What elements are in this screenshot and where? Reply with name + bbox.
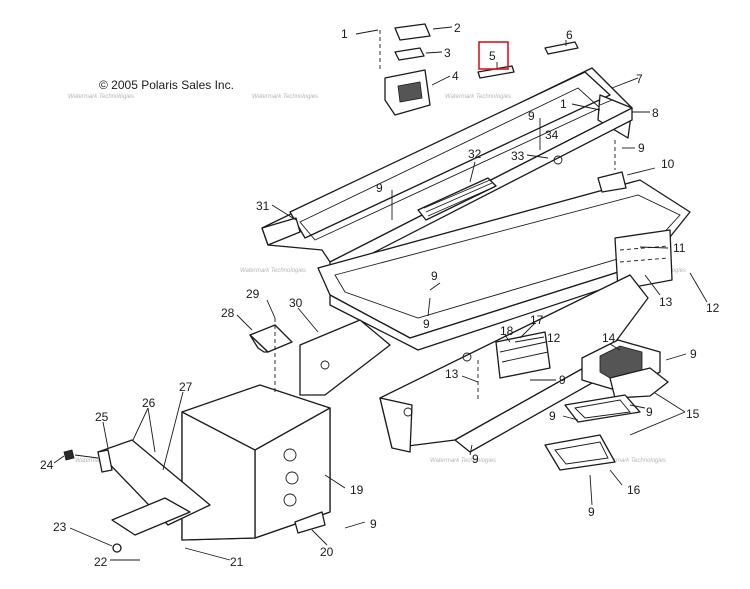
callout-27: 27 bbox=[179, 380, 193, 394]
callout-26: 26 bbox=[142, 396, 156, 410]
callout-34: 34 bbox=[545, 128, 559, 142]
bracket-part-28 bbox=[249, 324, 293, 353]
callout-15: 15 bbox=[686, 407, 700, 421]
callout-5[interactable]: 5 bbox=[489, 49, 496, 63]
callout-9-lower: 9 bbox=[370, 517, 377, 531]
callout-20: 20 bbox=[320, 545, 334, 559]
grille-plate-part-32 bbox=[417, 177, 497, 221]
callout-31: 31 bbox=[256, 199, 270, 213]
callout-12-center: 12 bbox=[547, 331, 561, 345]
callout-6: 6 bbox=[566, 28, 573, 42]
bushing-part-34 bbox=[553, 155, 563, 165]
callout-23: 23 bbox=[53, 520, 67, 534]
callout-9-bracket: 9 bbox=[588, 505, 595, 519]
bracket-part-10 bbox=[597, 171, 627, 193]
callout-4: 4 bbox=[452, 69, 459, 83]
callout-2: 2 bbox=[454, 21, 461, 35]
box-component-part-14 bbox=[581, 339, 669, 399]
callout-22: 22 bbox=[94, 555, 108, 569]
callout-labels: 1 2 3 4 5 6 7 8 1 9 34 33 9 10 32 9 31 1… bbox=[40, 21, 720, 569]
callout-13-center: 13 bbox=[445, 367, 459, 381]
callout-7: 7 bbox=[636, 72, 643, 86]
bracket-part-16 bbox=[544, 434, 616, 471]
callout-30: 30 bbox=[289, 296, 303, 310]
callout-32: 32 bbox=[468, 147, 482, 161]
mount-plate-part-15 bbox=[564, 394, 641, 423]
callout-1-frame: 1 bbox=[560, 97, 567, 111]
watermark-2: Watermark Technologies bbox=[252, 94, 318, 100]
callout-9-pan-a: 9 bbox=[431, 269, 438, 283]
watermark-8: Watermark Technologies bbox=[430, 458, 496, 464]
callout-9-plate-b: 9 bbox=[549, 409, 556, 423]
callout-9-frame-a: 9 bbox=[528, 109, 535, 123]
callout-9-frame-c: 9 bbox=[376, 181, 383, 195]
callout-25: 25 bbox=[95, 410, 109, 424]
watermark-9: Watermark Technologies bbox=[600, 458, 666, 464]
plate-part-20 bbox=[294, 511, 326, 534]
watermark-1: Watermark Technologies bbox=[68, 94, 134, 100]
callout-9-plate-a: 9 bbox=[646, 405, 653, 419]
highlight-box-callout-5 bbox=[478, 41, 509, 70]
callout-9-frame-b: 9 bbox=[638, 141, 645, 155]
callout-12-right: 12 bbox=[706, 301, 720, 315]
callout-13-right: 13 bbox=[659, 295, 673, 309]
callout-8: 8 bbox=[652, 106, 659, 120]
top-small-parts bbox=[384, 23, 627, 193]
callout-17: 17 bbox=[530, 313, 544, 327]
callout-18: 18 bbox=[500, 324, 514, 338]
callout-9-box: 9 bbox=[690, 347, 697, 361]
strip-part-6 bbox=[544, 41, 579, 55]
callout-21: 21 bbox=[230, 555, 244, 569]
callout-16: 16 bbox=[627, 483, 641, 497]
cap-part-2 bbox=[394, 23, 431, 41]
callout-10: 10 bbox=[661, 157, 675, 171]
callout-9-chassis-b: 9 bbox=[472, 452, 479, 466]
callout-3: 3 bbox=[444, 46, 451, 60]
leader-lines bbox=[53, 26, 708, 561]
callout-9-pan-b: 9 bbox=[423, 317, 430, 331]
callout-28: 28 bbox=[221, 306, 235, 320]
watermark-3: Watermark Technologies bbox=[445, 94, 511, 100]
callout-19: 19 bbox=[350, 483, 364, 497]
copyright-text: © 2005 Polaris Sales Inc. bbox=[99, 78, 234, 92]
pad-part-3 bbox=[394, 47, 425, 61]
callout-33: 33 bbox=[511, 149, 525, 163]
callout-14: 14 bbox=[602, 331, 616, 345]
callout-9-chassis-a: 9 bbox=[559, 373, 566, 387]
callout-29: 29 bbox=[246, 287, 260, 301]
watermark-4: Watermark Technologies bbox=[240, 268, 306, 274]
lower-box-part-19 bbox=[181, 384, 331, 541]
seat-pan-part-11 bbox=[317, 179, 691, 351]
callout-11: 11 bbox=[673, 241, 686, 255]
bracket-plates-part-17-18 bbox=[495, 331, 551, 379]
callout-1-top: 1 bbox=[341, 27, 348, 41]
pedal-mechanism bbox=[63, 439, 211, 553]
callout-24: 24 bbox=[40, 458, 54, 472]
